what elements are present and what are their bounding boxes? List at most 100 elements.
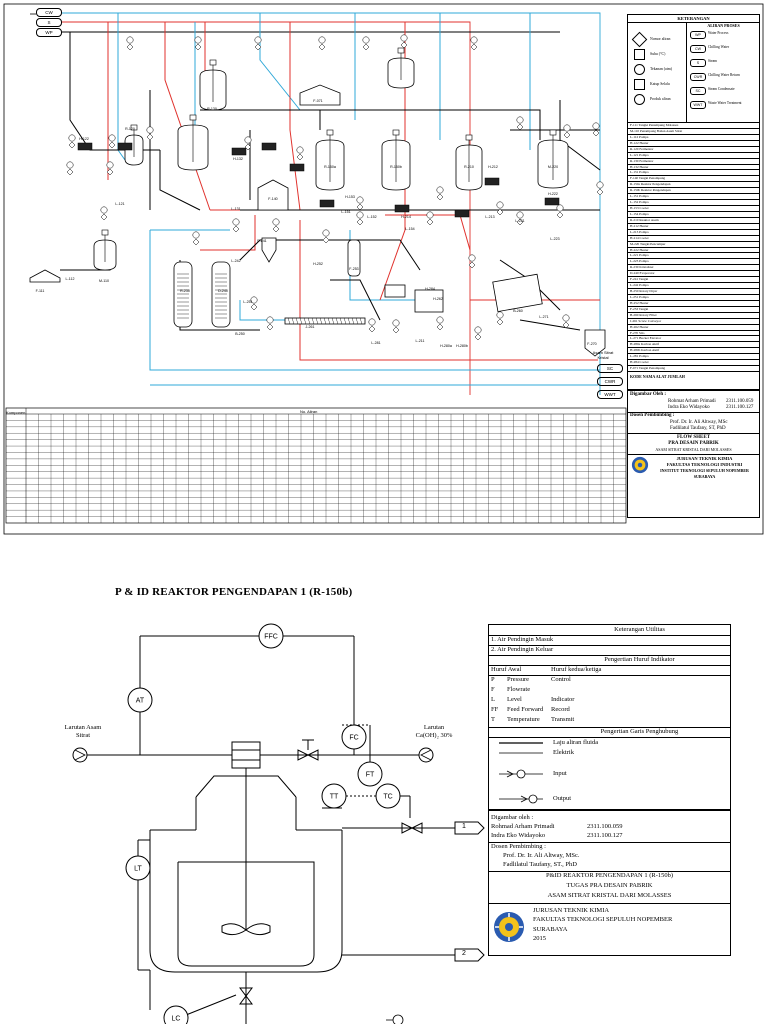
huruf-first: Pressure [507,676,530,683]
designer-nrp-1: 2311.100.059 [726,399,754,404]
designer-name-1: Rohmat Arham Primadi [668,399,716,404]
utility-label-s: S [36,18,62,27]
equipment-tag: L-152 [367,215,376,219]
equipment-list-item: B-250 Rotary Dryer [628,288,759,295]
instrument-lt: LT [134,866,142,873]
legend-stream-label: Chilling Water [708,45,730,49]
equipment-tag: F-253 [349,267,358,271]
outlet-1: 1 [462,823,466,830]
legend-header: KETERANGAN [677,16,710,21]
legend-symbol-label: Katup Selalu [650,82,670,86]
huruf-col1: Huruf Awal [491,666,522,673]
flowsheet-title-block: Digambar Oleh : Rohmat Arham Primadi 231… [627,390,760,518]
equipment-tag: L-221 [515,219,524,223]
designer-label: Digambar Oleh : [630,392,667,397]
equipment-list-item: H-214 Cooler [628,234,759,242]
utility-label-wp: WP [36,28,62,37]
equipment-list-item: L-112 Pompa [628,133,759,141]
equipment-tag: R-150b [390,165,402,169]
equipment-tag: H-153 [345,195,355,199]
equipment-list-item: D-240 Evaporator [628,270,759,277]
pid-title-1: P&ID REAKTOR PENGENDAPAN 1 (R-150b) [545,872,674,879]
feed-left-label: Larutan Asam Sitrat [64,724,102,739]
equipment-tag: H-284 [425,287,435,291]
equipment-list-item: L-281 Pompa [628,353,759,360]
equipment-tag: L-242 [231,259,240,263]
equipment-tag: L-112 [66,277,75,281]
equipment-list-item: L-121 Pompa [628,151,759,159]
institution-1: JURUSAN TEKNIK KIMIA [676,456,733,461]
utility-legend-top: CW S WP [36,8,62,38]
equipment-tag: L-251 [243,300,252,304]
equipment-tag: H-262 [433,297,443,301]
equipment-list-item: B-260 Rotary Filter [628,311,759,319]
equipment-list-item: H-252 Heater [628,299,759,307]
legend-symbol-icon [634,49,645,60]
equipment-tag: R-120 [125,127,135,131]
equipment-list-item: H-280a Karbon Aktif [628,341,759,348]
advisor-label: Dosen Pembimbing : [630,413,675,418]
pid-title-block: Digambar oleh : Rohmad Arham Primadi 231… [488,810,731,956]
instrument-ffc: FFC [264,634,278,641]
equipment-list-item: L-271 Bucket Elevator [628,335,759,342]
huruf-second: Control [551,676,571,683]
equipment-list-item: H-262 Heater [628,323,759,331]
huruf-first: Flowrate [507,686,531,693]
legend-stream-label: Steam [708,59,717,63]
instrument-at: AT [136,698,145,705]
equipment-tag: L-271 [539,315,548,319]
equipment-list-item: H-132 Heater [628,163,759,171]
equipment-list-item: R-150b Reaktor Pengendapan [628,187,759,194]
legend-stream-code: CWR [690,73,706,81]
pid-advisor-2: Fadlilatul Taufany, ST., PhD [503,861,577,868]
legend-symbol-icon [631,31,648,48]
legend-stream-label: Water Process [708,31,729,35]
pid-designer-2: Indra Eko Widayoko [491,832,546,839]
legend-stream-code: CW [690,45,706,53]
huruf-code: P [491,676,495,683]
utilitas-item-2: 2. Air Pendingin Keluar [491,646,554,653]
equipment-tag: R-230 [180,289,190,293]
equipment-list-item: H-122 Heater [628,139,759,147]
utility-label-wwt: WWT [597,390,623,399]
legend-stream-code: WWT [690,101,706,109]
equipment-tag: R-130 [207,107,217,111]
utility-label-sc: SC [597,364,623,373]
equipment-list-item: M-220 Tangki Pencampur [628,240,759,248]
huruf-code: FF [491,706,499,713]
huruf-first: Temperature [507,716,540,723]
equipment-tag: H-132 [233,157,243,161]
equipment-list-item: H-153 Cooler [628,205,759,212]
equipment-list-item: L-251 Pompa [628,293,759,301]
legend-subheader: ALIRAN PROSES [707,23,740,28]
huruf-code: F [491,686,495,693]
equipment-list-item: L-131 Pompa [628,169,759,176]
equipment-tag: L-223 [550,237,559,241]
equipment-list-item: M-110 Penampung Bahan Asam Sitrat [628,127,759,135]
pid-designer-1: Rohmad Arham Primadi [491,823,555,830]
utilitas-title: Keterangan Utilitas [614,626,665,633]
equipment-list-item: F-140 Tangki Penampung [628,175,759,182]
designer-name-2: Indra Eko Widayoko [668,405,710,410]
equipment-tag: F-270 [587,342,596,346]
legend-symbol-icon [634,79,645,90]
equipment-list-item: J-261 Screw Conveyor [628,317,759,325]
equipment-tag: L-281 [371,341,380,345]
equipment-tag: L-131 [231,207,240,211]
equipment-tag: F-140 [268,197,277,201]
equipment-list-item: R-120 Fermentor [628,145,759,153]
huruf-code: L [491,696,495,703]
equipment-list-item: L-242 Pompa [628,282,759,289]
legend-symbol-label: Suhu (°C) [650,52,666,56]
pid-institution-1: JURUSAN TEKNIK KIMIA [533,907,610,914]
equipment-tag: D-240 [218,289,228,293]
pid-title: P & ID REAKTOR PENGENDAPAN 1 (R-150b) [115,586,353,598]
equipment-tag: B-250 [235,332,245,336]
legend-symbol-icon [634,64,645,75]
equipment-tag: F-111 [36,289,45,293]
instrument-tt: TT [330,794,339,801]
equipment-list-item: L-223 Pompa [628,258,759,265]
flowsheet-title-2: PRA DESAIN PABRIK [668,441,719,446]
outlet-2: 2 [462,950,466,957]
